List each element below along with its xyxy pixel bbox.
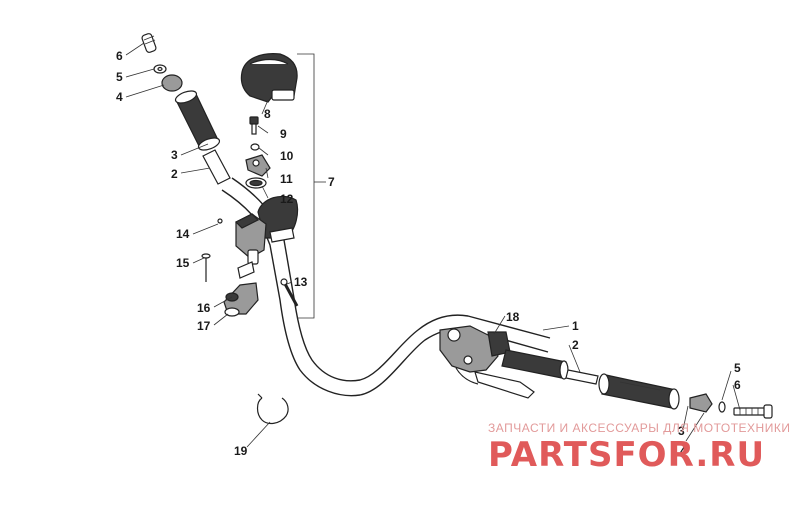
switch-clamp [245, 154, 271, 177]
callout-2-right: 2 [572, 338, 579, 352]
left-end-bolt [141, 33, 157, 53]
switch-screw [249, 116, 259, 135]
callout-6-right: 6 [734, 378, 741, 392]
right-grip [598, 373, 680, 410]
callout-9: 9 [280, 127, 287, 141]
mirror-mount-bracket [223, 261, 259, 317]
watermark-logo: PARTSFOR.RU [488, 435, 765, 475]
right-bar-end [689, 393, 713, 413]
callout-13: 13 [294, 275, 308, 289]
callout-14: 14 [176, 227, 190, 241]
callout-17: 17 [197, 319, 211, 333]
group-7-bracket [297, 53, 326, 319]
watermark-tagline: ЗАПЧАСТИ И АКСЕССУАРЫ ДЛЯ МОТОТЕХНИКИ [488, 421, 790, 435]
callout-5-left: 5 [116, 70, 123, 84]
callout-15: 15 [176, 256, 190, 270]
cable-clip [256, 393, 289, 425]
clamp-long-screw [201, 253, 211, 282]
left-bar-end [161, 74, 183, 92]
brake-throttle-assembly [439, 325, 535, 399]
callout-1: 1 [572, 319, 579, 333]
callout-8: 8 [264, 107, 271, 121]
callout-16: 16 [197, 301, 211, 315]
callout-3-left: 3 [171, 148, 178, 162]
leader-lines [125, 42, 741, 448]
left-grip [174, 90, 221, 151]
callout-11: 11 [280, 172, 293, 186]
callout-4-right: 4 [680, 444, 687, 458]
switch-washer [250, 143, 260, 151]
callout-labels: 6 5 4 3 2 8 9 10 11 12 7 14 15 13 16 17 … [116, 49, 741, 458]
callout-19: 19 [234, 444, 248, 458]
right-grip-sleeve [565, 369, 599, 385]
left-washer [153, 64, 167, 74]
callout-10: 10 [280, 149, 294, 163]
left-grip-sleeve [202, 149, 231, 185]
right-washer [718, 401, 726, 413]
watermark: ЗАПЧАСТИ И АКСЕССУАРЫ ДЛЯ МОТОТЕХНИКИ PA… [488, 421, 790, 475]
right-end-bolt [733, 404, 773, 419]
callout-5-right: 5 [734, 361, 741, 375]
clamp-small-screw [217, 218, 223, 224]
throttle-tube [501, 349, 569, 380]
switch-housing-cover [240, 53, 298, 103]
mount-bolt [280, 278, 299, 307]
callout-3-right: 3 [678, 424, 685, 438]
callout-12: 12 [280, 192, 294, 206]
callout-6-left: 6 [116, 49, 123, 63]
callout-4-left: 4 [116, 90, 123, 104]
switch-ring [245, 177, 267, 189]
callout-7: 7 [328, 175, 335, 189]
callout-2-left: 2 [171, 167, 178, 181]
switch-housing-lower [257, 195, 299, 243]
handlebar-clamp-block [234, 213, 267, 265]
callout-18: 18 [506, 310, 520, 324]
